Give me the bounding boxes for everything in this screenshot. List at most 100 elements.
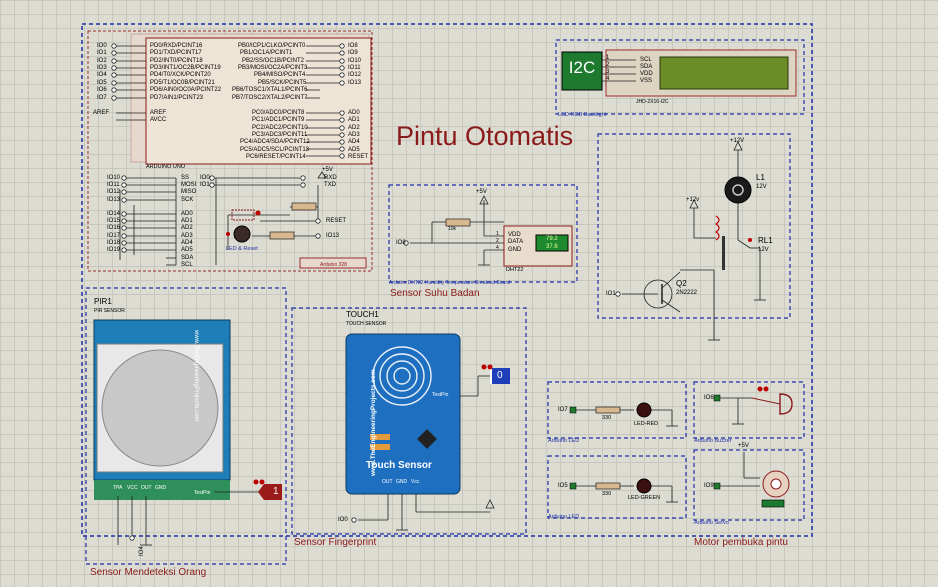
servo-caption: Arduino Servo [694,520,729,526]
touch-logic-value: 0 [497,370,503,381]
dht-model: DHT22 [506,267,524,273]
net-label: IO12 [348,72,362,78]
net-label: IO8 [348,43,358,49]
pin-label: PD7/AIN1/PCINT23 [150,95,204,101]
net-label: IO17 [107,233,121,239]
pin-label: PB7/TOSC2/XTAL2/PCINT7 [232,95,308,101]
dht-plus5v: +5V [476,189,487,195]
led-red-resistor: 330 [602,415,612,421]
net-label: IO19 [107,247,121,253]
pin-label: PC0/ADC0/PCINT8 [252,110,305,116]
relay-net-io1: IO1 [606,291,616,297]
pin-label: PD3/INT1/OC2B/PCINT19 [150,65,221,71]
reset-net-label: RESET [326,218,347,224]
net-label: IO13 [348,80,362,86]
pir-name: PIR1 [94,297,112,306]
dht-pin-num: 2 [496,238,499,244]
dht-pin-num: 4 [496,245,499,251]
net-label: IO5 [97,80,107,86]
serial-out-txd: TXD [324,182,336,188]
dht-pin-num: 1 [496,231,499,237]
touch-section-label: Sensor Fingerprint [294,537,377,548]
pin-label: PD6/AIN0/OC0A/PCINT22 [150,87,222,93]
net-label: IO4 [97,72,107,78]
net-label: IO10 [107,175,121,181]
pin-label: PC4/ADC4/SDA/PCINT12 [240,139,310,145]
touch-sub: TOUCH SENSOR [346,321,387,327]
net-label: AD3 [348,132,360,138]
net-label: AD5 [181,247,193,253]
net-label: AD1 [348,117,360,123]
net-label: IO9 [348,50,358,56]
arduino-badge: Arduino 328 [320,262,347,268]
pir-site: www.TheEngineeringProjects.com [190,330,208,421]
net-label: MOSI [181,182,197,188]
lcd-pin-vss: VSS [640,78,653,84]
net-label: RESET [348,154,369,160]
pir-sub: PIR SENSOR [94,308,125,314]
led-red-caption: Arduino LED [548,438,580,444]
net-label: IO11 [348,65,361,71]
relay-supply: +12v [686,197,700,203]
net-label: AD4 [181,240,193,246]
lamp-voltage: 12V [756,184,767,190]
pin-label: PB1/OC1A/PCINT1 [240,50,293,56]
led-reset-caption: LED & Reset [226,246,258,252]
servo-net: IO9 [704,483,714,489]
led-green-net: IO5 [558,483,568,489]
dht-temp-readout: 79.2 [546,236,558,242]
lcd-pin-num: 2 [606,62,610,68]
transistor-part: 2N2222 [676,290,698,296]
lamp-supply: +12V [730,138,745,144]
pin-label-aref: AREF [150,110,167,116]
pin-label: PC3/ADC3/PCINT11 [252,132,308,138]
pin-label: PB0/ICP1/CLKO/PCINT0 [238,43,306,49]
touch-title: Touch Sensor [366,460,432,471]
i2c-chip-label: I2C [568,58,596,77]
net-label: IO7 [97,95,107,101]
touch-pin-out: OUT [382,479,393,485]
lcd-pin-num: 1 [606,55,610,61]
lcd-pin-vdd: VDD [640,71,653,77]
net-label: AD0 [181,211,193,217]
net-label: IO12 [107,189,121,195]
pir-section-label: Sensor Mendeteksi Orang [90,567,207,578]
net-label: SCK [181,197,194,203]
net-label: AD2 [348,125,360,131]
pin-label: PD5/T1/OC0B/PCINT21 [150,80,215,86]
pir-pin-vcc: VCC [127,485,138,491]
net-label: IO1 [97,50,107,56]
pir-pin-tpa: TPA [113,485,123,491]
net-label: IO6 [97,87,107,93]
pir-test-pin: TestPin [194,490,211,496]
touch-test-pin: TestPin [432,392,449,398]
pin-label-aref: AREF [93,110,110,116]
lcd-pin-num: 3 [606,69,610,75]
touch-name: TOUCH1 [346,310,379,319]
net-label: SDA [181,255,194,261]
relay-name: RL1 [758,236,773,245]
net-label: SCL [181,262,193,268]
dht-pin-data: DATA [508,239,524,245]
pin-label: PC5/ADC5/SCL/PCINT13 [240,147,310,153]
dht-net-io8: IO8 [396,240,406,246]
lcd-caption: LCD RGB Backlight [558,112,607,118]
led-green-resistor: 330 [602,491,612,497]
buzzer-net: IO6 [704,395,714,401]
plus5v-label: +5V [322,167,333,173]
led-red-net: IO7 [558,407,568,413]
net-label: IO2 [97,58,107,64]
dht-caption: Arduino DHT22 Humidity Temperature Break… [389,280,510,286]
pin-label: PB4/MISO/PCINT4 [254,72,306,78]
net-label: AD0 [348,110,360,116]
net-label: IO18 [107,240,121,246]
lcd-pin-scl: SCL [640,57,652,63]
net-label: IO15 [107,218,121,224]
pin-label: PB3/MOSI/OC2A/PCINT3 [238,65,308,71]
pir-pin-out: OUT [141,485,152,491]
net-label: AD4 [348,139,360,145]
motor-section-label: Motor pembuka pintu [694,537,788,548]
net-label: IO16 [107,225,121,231]
pir-site-label: www.TheEngineeringProjects.com [193,330,199,422]
dht-hum-readout: 37.6 [546,244,558,250]
